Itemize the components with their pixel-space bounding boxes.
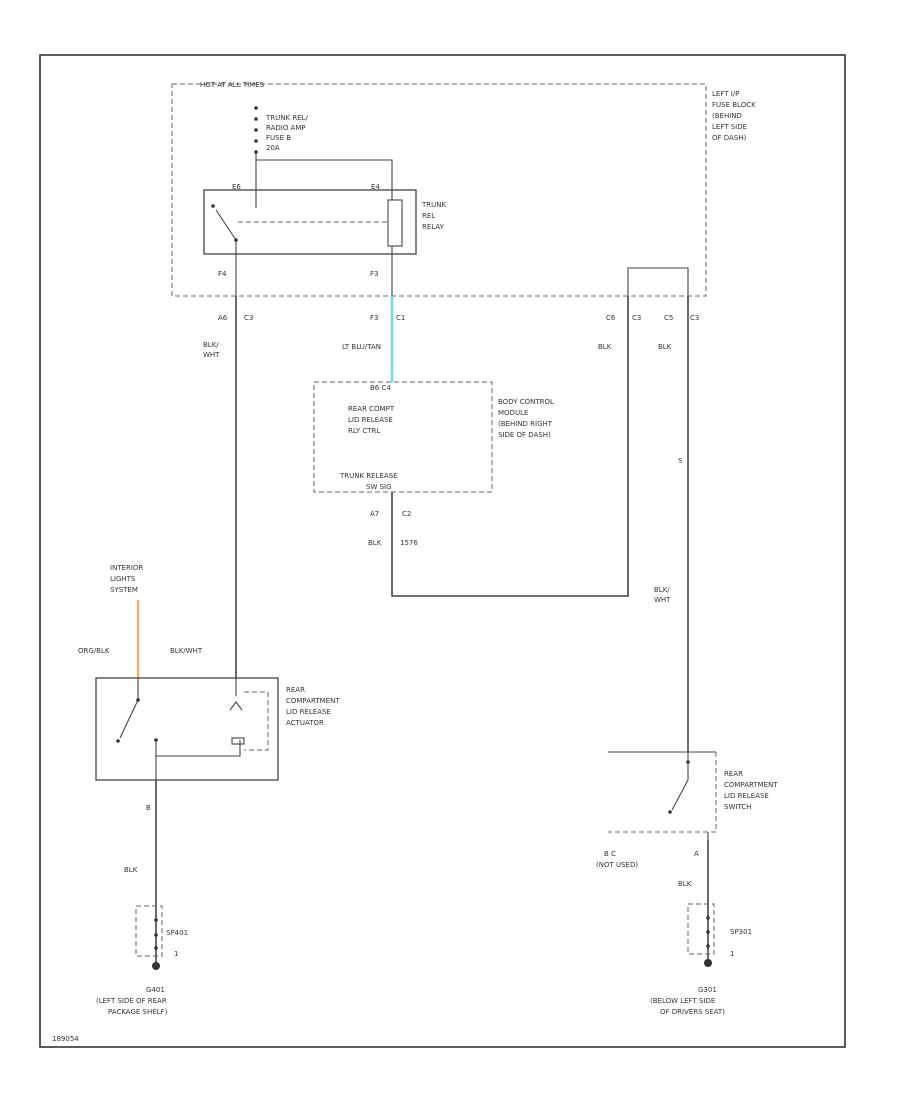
relay-pin-top-left: E6 <box>232 183 241 191</box>
ground-right-splice: SP301 <box>730 928 752 936</box>
fuse-block-outline <box>171 83 707 297</box>
wire-label-blk-c5: BLK <box>658 343 672 351</box>
ground-g401: SP401 1 G401 (LEFT SIDE OF REAR PACKAGE … <box>96 905 188 1016</box>
relay-body <box>203 189 417 255</box>
wire-label-lt-blu-tan: LT BLU/TAN <box>342 343 381 351</box>
ground-left-location: (LEFT SIDE OF REAR PACKAGE SHELF) <box>96 997 169 1016</box>
connector-c6-c3: C3 <box>632 314 641 322</box>
relay-pin-bottom-right: F3 <box>370 270 378 278</box>
bcm-pin-bottom-a: A7 <box>370 510 379 518</box>
ground-left-splice: SP401 <box>166 929 188 937</box>
interior-lights-label: INTERIOR LIGHTS SYSTEM <box>110 564 146 594</box>
fuse-block-header: HOT AT ALL TIMES <box>200 81 265 89</box>
wire-label-blk-wht-right: BLK/ WHT <box>654 586 672 604</box>
relay-name: TRUNK REL RELAY <box>421 201 448 231</box>
fuse-block: HOT AT ALL TIMES LEFT I/P FUSE BLOCK (BE… <box>171 81 758 297</box>
actuator-pin: B <box>146 804 151 812</box>
wire-label-blk-c6: BLK <box>598 343 612 351</box>
bcm-pin-top: B6 C4 <box>370 384 391 392</box>
release-switch-label: REAR COMPARTMENT LID RELEASE SWITCH <box>724 770 780 811</box>
lid-release-actuator: REAR COMPARTMENT LID RELEASE ACTUATOR B <box>95 677 342 812</box>
relay-pin-bottom-left: F4 <box>218 270 227 278</box>
ground-left-name: G401 <box>146 986 165 994</box>
trunk-release-relay: E6 E4 TRUNK REL RELAY F4 F3 <box>203 183 448 296</box>
bcm-outline <box>313 381 493 493</box>
relay-pin-top-right: E4 <box>371 183 380 191</box>
wire-label-blk-wht-act: BLK/WHT <box>170 647 203 655</box>
splice-s: S <box>678 457 683 465</box>
lid-release-switch: REAR COMPARTMENT LID RELEASE SWITCH B C … <box>596 751 780 869</box>
actuator-body <box>95 677 279 781</box>
wire-label-org-blk: ORG/BLK <box>78 647 110 655</box>
body-control-module: B6 C4 REAR COMPT LID RELEASE RLY CTRL TR… <box>313 381 556 518</box>
footer-code: 189054 <box>52 1035 79 1043</box>
connector-c5-c3: C3 <box>690 314 699 322</box>
release-switch-pin-a: A <box>694 850 699 858</box>
fuse-symbol <box>254 106 258 154</box>
relay-coil <box>387 199 403 247</box>
wire-label-blk-ground-right: BLK <box>678 880 692 888</box>
ground-right-location: (BELOW LEFT SIDE OF DRIVERS SEAT) <box>650 997 725 1016</box>
bcm-switch-label: TRUNK RELEASE <box>339 472 398 480</box>
diagram-border <box>39 54 846 1048</box>
bcm-name: BODY CONTROL MODULE (BEHIND RIGHT SIDE O… <box>498 398 556 439</box>
fuse-block-jumper <box>627 267 689 296</box>
fuse-label: TRUNK REL/ RADIO AMP FUSE B 20A <box>265 114 310 152</box>
wire-label-blk-a7: BLK <box>368 539 382 547</box>
connector-a6-c3: C3 <box>244 314 253 322</box>
connector-f3: F3 <box>370 314 378 322</box>
fuse-to-relay-wire <box>255 152 393 190</box>
wire-label-blk-ground-left: BLK <box>124 866 138 874</box>
ground-right-splice-pin: 1 <box>730 950 734 958</box>
actuator-label: REAR COMPARTMENT LID RELEASE ACTUATOR <box>286 686 342 727</box>
wire-label-blk-wht-left: BLK/ WHT <box>203 341 221 359</box>
connector-f3-c1: C1 <box>396 314 405 322</box>
release-switch-pins-bc: B C <box>604 850 616 858</box>
ground-left-symbol <box>152 962 160 970</box>
bcm-function: REAR COMPT LID RELEASE RLY CTRL <box>348 405 396 435</box>
ground-right-name: G301 <box>698 986 717 994</box>
fuse-block-location: LEFT I/P FUSE BLOCK (BEHIND LEFT SIDE OF… <box>712 90 758 142</box>
ground-right-symbol <box>704 959 712 967</box>
ground-left-splice-pin: 1 <box>174 950 178 958</box>
release-switch-not-used: (NOT USED) <box>596 861 638 869</box>
bcm-switch-sub: SW SIG <box>366 483 392 491</box>
connector-c5: C5 <box>664 314 673 322</box>
bcm-pin-bottom-c: C2 <box>402 510 411 518</box>
connector-a6: A6 <box>218 314 228 322</box>
wire-blk-a7-to-c6 <box>391 296 629 597</box>
connector-c6: C6 <box>606 314 616 322</box>
wire-code-a7: 1576 <box>400 539 418 547</box>
ground-g301: SP301 1 G301 (BELOW LEFT SIDE OF DRIVERS… <box>650 903 752 1016</box>
